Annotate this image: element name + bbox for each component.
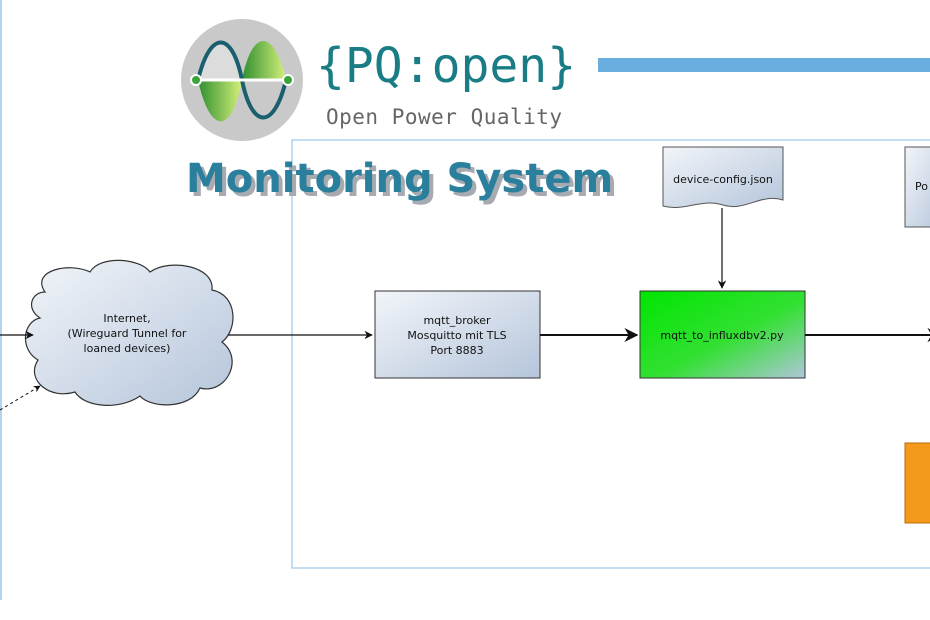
main-container bbox=[291, 139, 930, 569]
cut-off-orange-node bbox=[904, 442, 930, 524]
internet-cloud: Internet, (Wireguard Tunnel for loaned d… bbox=[24, 259, 234, 406]
cut-off-right-label: Po bbox=[915, 180, 928, 193]
mqtt-broker-node: mqtt_broker Mosquitto mit TLS Port 8883 bbox=[374, 290, 541, 379]
internet-label-line-3: loaned devices) bbox=[84, 342, 171, 355]
device-config-label: device-config.json bbox=[673, 173, 773, 186]
broker-label-line-2: Mosquitto mit TLS bbox=[407, 329, 506, 342]
subtitle: Monitoring System bbox=[186, 156, 613, 202]
dashed-arrow-into-cloud bbox=[0, 385, 41, 411]
broker-label-line-1: mqtt_broker bbox=[423, 314, 491, 327]
logo-icon bbox=[181, 19, 303, 141]
broker-label-line-3: Port 8883 bbox=[430, 344, 483, 357]
internet-label-line-2: (Wireguard Tunnel for bbox=[68, 327, 187, 340]
mqtt-to-influxdb-script-node: mqtt_to_influxdbv2.py bbox=[639, 290, 806, 379]
device-config-document: device-config.json bbox=[662, 146, 784, 208]
logo-accent-bar bbox=[598, 58, 930, 72]
script-label: mqtt_to_influxdbv2.py bbox=[660, 329, 784, 342]
logo-tagline: Open Power Quality bbox=[326, 105, 563, 129]
logo-brand-text: {PQ:open} bbox=[316, 38, 576, 94]
subtitle-shadow: Monitoring System bbox=[190, 160, 617, 206]
cut-off-right-document: Po bbox=[904, 146, 930, 228]
internet-label-line-1: Internet, bbox=[103, 312, 150, 325]
